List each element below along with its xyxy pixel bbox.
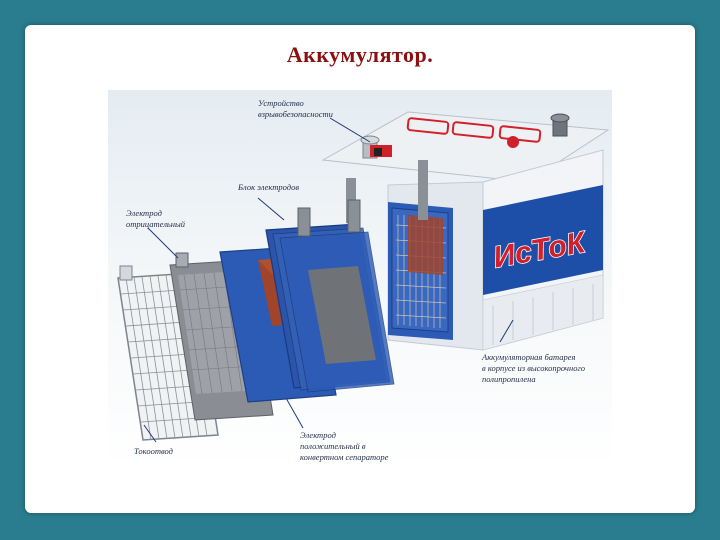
label-battery-case-line1: Аккумуляторная батарея bbox=[482, 352, 576, 362]
battery-diagram: ИсТоК Устройство взрывобезопасности Блок… bbox=[108, 90, 612, 468]
label-current-collector: Токоотвод bbox=[134, 446, 173, 456]
label-battery-case-line2: в корпусе из высокопрочного bbox=[482, 363, 586, 373]
label-vent-device: Устройство взрывобезопасности bbox=[258, 98, 333, 120]
label-positive-electrode-line1: Электрод bbox=[300, 430, 336, 440]
battery-case bbox=[321, 111, 610, 351]
label-vent-device-line1: Устройство bbox=[258, 98, 304, 108]
label-battery-case-line3: полипропилена bbox=[482, 374, 536, 384]
label-electrode-block: Блок электродов bbox=[238, 182, 300, 192]
label-positive-electrode-line3: конвертном сепараторе bbox=[300, 452, 389, 462]
electrode-block bbox=[346, 160, 453, 340]
label-negative-electrode-line1: Электрод bbox=[126, 208, 162, 218]
battery-illustration: ИсТоК bbox=[117, 111, 610, 443]
label-negative-electrode-line2: отрицательный bbox=[126, 219, 185, 229]
label-battery-case: Аккумуляторная батарея в корпусе из высо… bbox=[482, 352, 585, 385]
label-vent-device-line2: взрывобезопасности bbox=[258, 109, 333, 119]
label-positive-electrode: Электрод положительный в конвертном сепа… bbox=[300, 430, 388, 463]
electrode-stack bbox=[265, 199, 395, 393]
label-positive-electrode-line2: положительный в bbox=[300, 441, 366, 451]
leader-lines bbox=[143, 117, 514, 443]
label-negative-electrode: Электрод отрицательный bbox=[126, 208, 185, 230]
slide-title: Аккумулятор. bbox=[286, 42, 434, 67]
